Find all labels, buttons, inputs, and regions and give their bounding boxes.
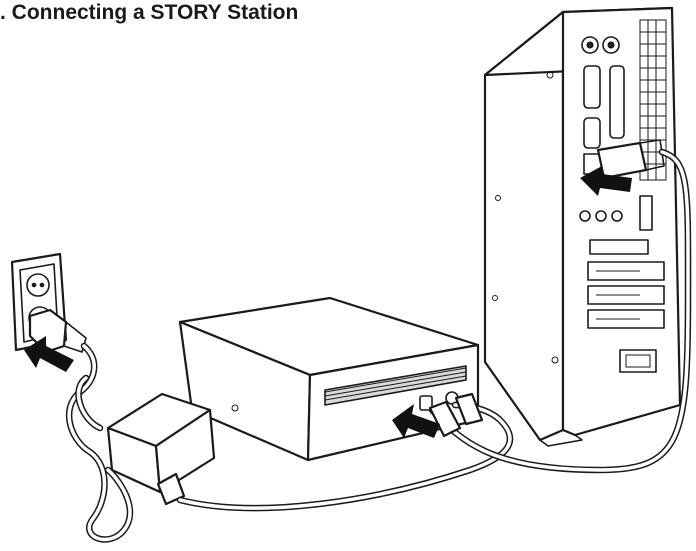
external-hard-drive <box>178 296 480 462</box>
figure-caption: . Connecting a STORY Station <box>0 1 299 24</box>
desktop-computer-tower <box>483 6 682 447</box>
wall-outlet <box>10 252 87 354</box>
drive-port-arrow <box>392 404 440 438</box>
plug-in-arrow <box>24 336 74 372</box>
power-adapter <box>106 392 216 506</box>
cables <box>65 148 692 543</box>
vent-grid <box>640 20 666 180</box>
computer-port-arrow <box>580 166 632 196</box>
